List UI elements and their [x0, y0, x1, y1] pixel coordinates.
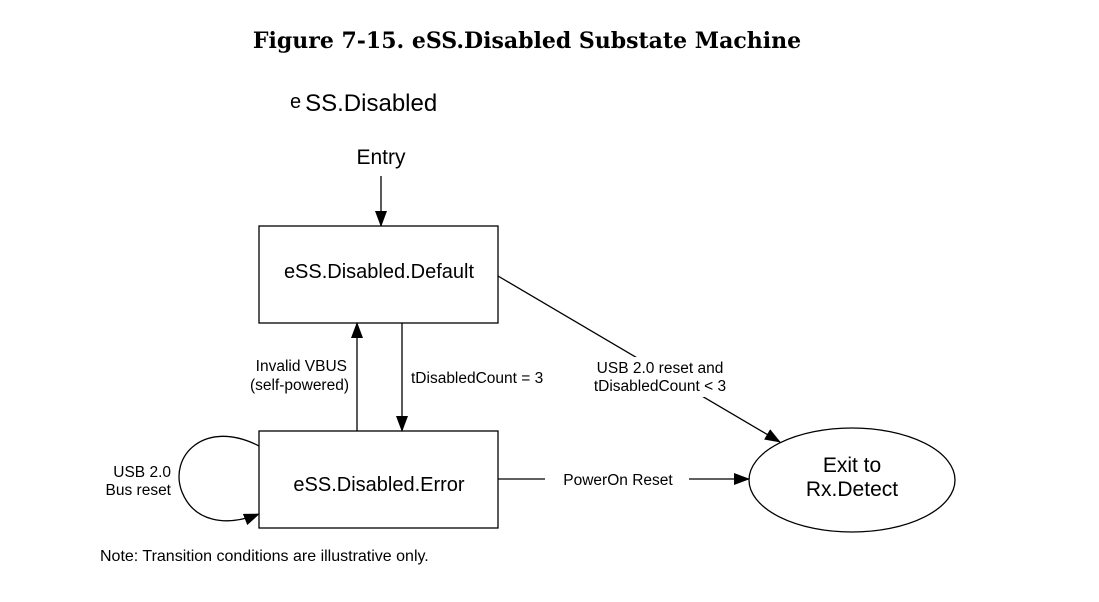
- arrow-error-self-loop: [178, 435, 260, 526]
- label-bus-reset-line2: Bus reset: [106, 482, 172, 499]
- label-usb-reset-line2: tDisabledCount < 3: [594, 378, 726, 395]
- label-invalid-vbus-line2: (self-powered): [250, 377, 349, 394]
- entry-label: Entry: [356, 146, 406, 169]
- state-exit-label-line1: Exit to: [823, 454, 881, 477]
- state-default-label: eSS.Disabled.Default: [284, 261, 475, 283]
- superstate-title-prefix: e: [290, 91, 301, 113]
- figure-note: Note: Transition conditions are illustra…: [100, 548, 429, 565]
- state-error-box: [258, 430, 499, 529]
- label-tdisabledcount-3: tDisabledCount = 3: [411, 370, 543, 387]
- label-bus-reset-line1: USB 2.0: [113, 464, 171, 481]
- label-usb-reset-line1: USB 2.0 reset and: [597, 360, 724, 377]
- figure-caption: Figure 7-15. eSS.Disabled Substate Machi…: [253, 28, 801, 54]
- state-exit-label-line2: Rx.Detect: [806, 478, 898, 501]
- superstate-title: e SS.Disabled: [290, 90, 437, 117]
- state-error-label: eSS.Disabled.Error: [293, 474, 465, 496]
- superstate-title-rest: SS.Disabled: [305, 90, 437, 117]
- label-invalid-vbus-line1: Invalid VBUS: [256, 358, 347, 375]
- state-default-box: [258, 225, 499, 324]
- label-poweron-reset: PowerOn Reset: [563, 472, 673, 489]
- label-usb-reset-backdrop: [585, 357, 737, 397]
